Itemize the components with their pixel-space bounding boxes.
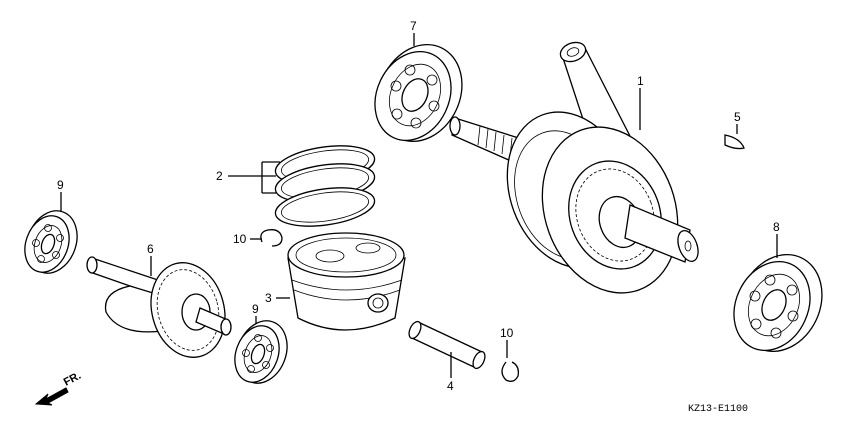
leader-lines [60, 33, 778, 378]
crankshaft-1 [449, 41, 699, 294]
bearing-8 [733, 253, 823, 353]
callout-7: 7 [410, 19, 417, 33]
balancer-6 [86, 256, 232, 358]
circlip-10-lower [501, 361, 520, 382]
callout-1: 1 [637, 74, 644, 88]
diagram-code: KZ13-E1100 [688, 404, 748, 415]
circlip-10-upper [260, 229, 283, 247]
piston-3 [287, 232, 406, 331]
piston-pin-4 [408, 320, 486, 370]
front-direction-arrow: FR. [34, 370, 83, 406]
bearing-7 [374, 43, 463, 143]
callout-6: 6 [147, 242, 154, 256]
bearing-9-lower [234, 320, 288, 384]
callout-5: 5 [734, 110, 741, 124]
callout-9-upper: 9 [57, 178, 64, 192]
callout-4: 4 [447, 379, 454, 393]
callout-3: 3 [265, 291, 272, 305]
bearing-9-upper [24, 210, 78, 274]
callout-9-lower: 9 [252, 302, 259, 316]
piston-rings-2 [274, 145, 376, 227]
direction-label: FR. [62, 370, 83, 389]
callout-8: 8 [773, 220, 780, 234]
key-5 [724, 134, 745, 150]
callout-10-lower: 10 [500, 326, 514, 340]
callout-10-upper: 10 [233, 232, 247, 246]
callout-2: 2 [216, 169, 223, 183]
